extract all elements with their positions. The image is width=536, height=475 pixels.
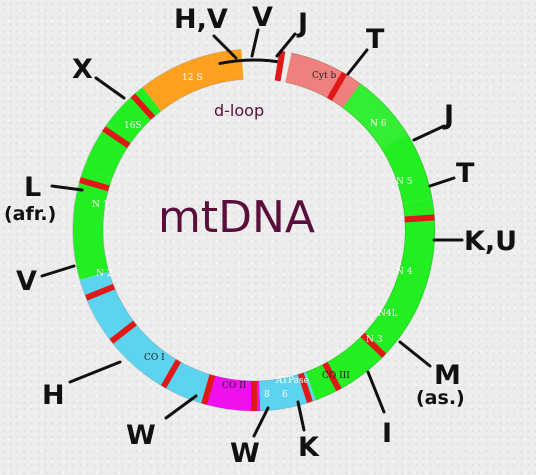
segment-label-co2: CO II <box>222 381 247 391</box>
pointer-lines <box>40 28 464 438</box>
pointer-t-top <box>346 48 369 76</box>
segment-label-co1: CO I <box>144 353 165 363</box>
pointer-w-bottom <box>252 406 270 438</box>
haplogroup-ku: K,U <box>464 226 517 257</box>
haplogroup-w-bottom: W <box>230 438 260 469</box>
haplogroup-t-right: T <box>456 158 475 189</box>
haplogroup-v-left: V <box>16 266 37 297</box>
haplogroup-t-top: T <box>366 24 385 55</box>
marker-band <box>79 177 110 192</box>
segment-label-16s: 16S <box>124 121 142 131</box>
haplogroup-k: K <box>298 432 320 463</box>
pointer-m <box>398 340 432 368</box>
segment-label-n5: N 5 <box>396 177 413 187</box>
segment-label-n1: N 1 <box>92 200 108 210</box>
marker-band <box>274 50 286 82</box>
ring-segment-16s <box>142 54 218 112</box>
segment-label-n3: N 3 <box>366 335 383 345</box>
ring-inner-edge <box>102 78 406 382</box>
marker-band <box>326 71 348 101</box>
ring-segment-cytb <box>285 52 361 109</box>
ring-segment-n2 <box>73 168 113 280</box>
segment-label-n6: N 6 <box>370 119 387 129</box>
ring-segment-n1 <box>83 123 133 179</box>
marker-band <box>201 374 216 405</box>
pointer-j-right <box>412 124 446 142</box>
ring-segment-n6 <box>342 83 408 151</box>
segment-label-atp8: 8 <box>264 390 270 400</box>
ring-segment-co3 <box>258 371 316 411</box>
haplogroup-l: L <box>24 172 41 203</box>
marker-band <box>160 359 182 389</box>
haplogroup-i: I <box>382 418 392 449</box>
marker-band <box>404 214 435 223</box>
haplogroup-w-left: W <box>126 420 156 451</box>
haplogroup-afr: (afr.) <box>4 203 56 225</box>
d-loop-arc <box>218 58 284 66</box>
haplogroup-as: (as.) <box>416 387 465 409</box>
pointer-k <box>296 400 306 432</box>
marker-band <box>130 93 156 120</box>
haplogroup-v-top: V <box>252 2 273 33</box>
pointer-x <box>94 76 126 100</box>
pointer-j-top <box>275 32 297 58</box>
segment-label-atp6: 6 <box>282 390 288 400</box>
pointer-hv <box>212 34 238 60</box>
d-loop-label: d-loop <box>214 101 264 120</box>
segment-label-atpase: ATPase <box>275 376 309 386</box>
pointer-l <box>50 184 84 192</box>
ring-segment-12s <box>210 49 244 84</box>
segment-label-co3: CO III <box>322 371 350 381</box>
mutation-markers <box>79 50 435 411</box>
marker-band <box>102 126 131 149</box>
pointer-v-left <box>40 264 76 278</box>
haplogroup-j-right: J <box>442 100 454 131</box>
ring-segment-n3 <box>305 360 345 401</box>
haplogroup-hv: H,V <box>174 4 228 35</box>
haplogroup-x: X <box>72 54 93 85</box>
haplogroup-m: M <box>434 360 461 391</box>
pointer-t-right <box>428 176 456 188</box>
pointer-w-left <box>164 394 198 420</box>
segment-label-n2: N 2 <box>96 269 112 279</box>
page-title: mtDNA <box>158 192 315 243</box>
marker-band <box>109 320 137 344</box>
haplogroup-j-top: J <box>296 8 308 39</box>
segment-label-n4: N 4 <box>396 267 413 277</box>
haplogroup-h: H <box>42 380 65 411</box>
pointer-i <box>366 370 386 414</box>
ring-segment-co1 <box>79 271 162 373</box>
marker-band <box>360 332 387 358</box>
marker-band <box>322 361 342 392</box>
marker-band <box>297 372 313 404</box>
ring-segment-n4l <box>329 338 380 387</box>
segment-label-n4l: N4L <box>378 309 398 319</box>
ring-segment-co2 <box>142 348 213 405</box>
ring-segment-n1b <box>107 87 162 142</box>
pointer-v-top <box>250 28 260 58</box>
ring-outer-edge <box>72 48 436 412</box>
segment-label-12s: 12 S <box>182 73 202 83</box>
segment-label-cytb: Cyt b <box>312 71 336 81</box>
marker-band <box>85 283 116 301</box>
pointer-h <box>68 360 122 384</box>
